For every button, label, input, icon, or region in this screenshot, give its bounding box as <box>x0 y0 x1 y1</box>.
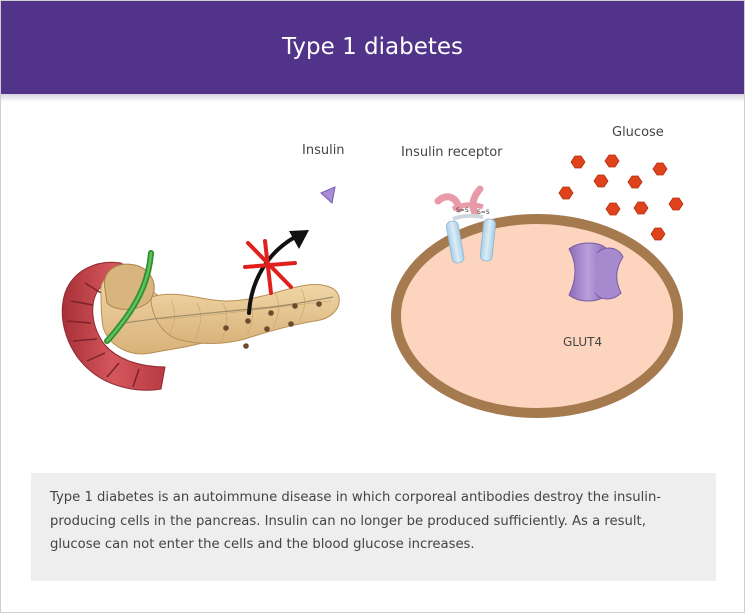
insulin-receptor-label: Insulin receptor <box>401 145 503 160</box>
gallbladder <box>103 263 155 310</box>
insulin-molecule <box>320 186 336 204</box>
page-title: Type 1 diabetes <box>281 34 464 60</box>
glucose-molecules <box>558 154 684 241</box>
pancreas-body <box>150 284 340 344</box>
glucose-molecule <box>633 201 649 215</box>
glucose-molecule <box>604 154 620 168</box>
disulfide-bond-label: S=S <box>456 207 469 214</box>
disulfide-bond-label: S=S <box>477 209 490 216</box>
description-text: Type 1 diabetes is an autoimmune disease… <box>50 490 662 552</box>
islet-cells <box>223 301 322 349</box>
duodenum <box>61 261 166 391</box>
glut4-transporter <box>568 242 624 302</box>
body-cell <box>391 214 683 418</box>
glucose-molecule <box>558 186 574 200</box>
header-shadow <box>1 94 744 102</box>
diagram-area: Insulin Insulin receptor Glucose GLUT4 S… <box>1 101 744 461</box>
glucose-molecule <box>605 202 621 216</box>
diagram-svg <box>61 154 684 418</box>
pancreas-illustration <box>61 250 340 391</box>
glucose-molecule <box>650 227 666 241</box>
blocked-release-arrow <box>247 230 309 315</box>
description-box: Type 1 diabetes is an autoimmune disease… <box>31 473 716 581</box>
header-bar: Type 1 diabetes <box>1 1 744 94</box>
glut4-label: GLUT4 <box>563 335 603 349</box>
blocked-x-icon <box>243 239 297 295</box>
insulin-label: Insulin <box>302 143 345 158</box>
glucose-molecule <box>652 162 668 176</box>
glucose-label: Glucose <box>612 125 664 140</box>
glucose-molecule <box>570 155 586 169</box>
insulin-receptor <box>434 185 496 264</box>
glucose-molecule <box>668 197 684 211</box>
glucose-molecule <box>593 174 609 188</box>
glucose-molecule <box>627 175 643 189</box>
